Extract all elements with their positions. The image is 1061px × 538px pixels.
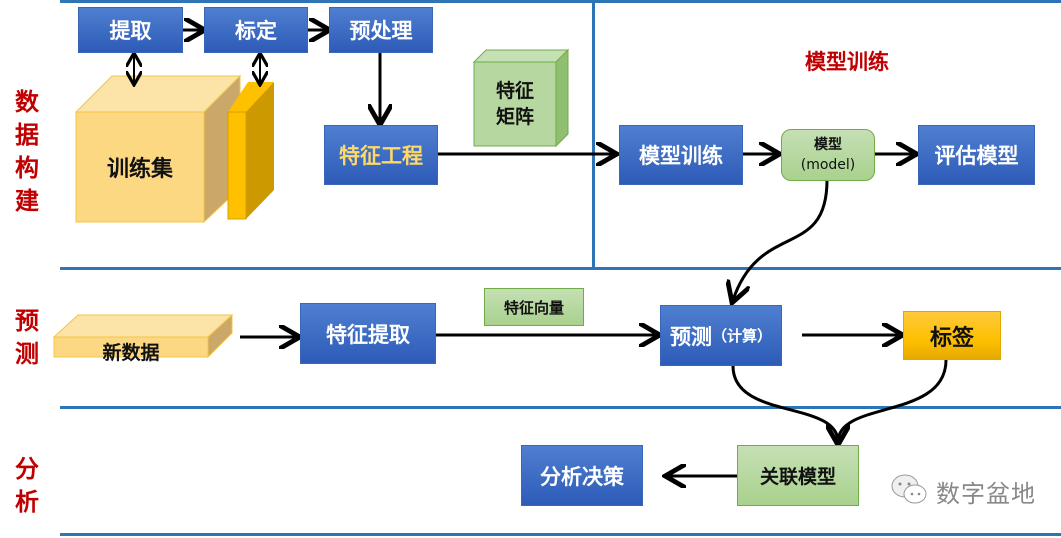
- model-sublabel: (model): [800, 157, 856, 173]
- arrow-model-predict: [733, 179, 829, 300]
- divider-top: [60, 0, 1061, 3]
- decision-box[interactable]: 分析决策: [521, 445, 643, 506]
- label-slab: [227, 82, 274, 220]
- feature-engineering-label: 特征工程: [339, 144, 423, 168]
- training-set-cube: [74, 74, 242, 224]
- feature-matrix-line2: 矩阵: [495, 106, 534, 128]
- arrow-predict-association: [731, 365, 838, 442]
- evaluate-model-box[interactable]: 评估模型: [918, 125, 1035, 185]
- feature-engineering-box[interactable]: 特征工程: [324, 125, 438, 185]
- extract-box[interactable]: 提取: [78, 7, 183, 53]
- arrow-label-association: [836, 359, 948, 443]
- model-train-box[interactable]: 模型训练: [619, 125, 743, 185]
- predict-label: 预测: [669, 324, 712, 349]
- feature-extraction-box[interactable]: 特征提取: [300, 303, 436, 364]
- feature-matrix-cube: [472, 48, 570, 148]
- model-training-title: 模型训练: [805, 50, 889, 74]
- feature-matrix-label: 特征 矩阵: [474, 62, 556, 146]
- section-label-analyze: 分析: [15, 455, 39, 516]
- section-label-predict: 预测: [15, 307, 39, 368]
- label-output-box[interactable]: 标签: [903, 311, 1001, 360]
- divider-bottom: [60, 533, 1061, 536]
- divider-build-predict: [60, 267, 1061, 270]
- model-box[interactable]: 模型 (model): [781, 129, 875, 181]
- training-set-label: 训练集: [106, 157, 173, 182]
- new-data-slab: [52, 313, 234, 359]
- feature-vector-box: 特征向量: [484, 288, 584, 326]
- watermark-text: 数字盆地: [936, 480, 1036, 508]
- association-model-box[interactable]: 关联模型: [737, 445, 859, 506]
- wechat-icon: [890, 472, 930, 508]
- label-box[interactable]: 标定: [204, 7, 308, 53]
- divider-predict-analyze: [60, 406, 1061, 409]
- model-label: 模型: [814, 137, 842, 153]
- feature-matrix-line1: 特征: [495, 80, 534, 102]
- divider-vertical: [592, 0, 595, 267]
- preprocess-box[interactable]: 预处理: [329, 7, 433, 53]
- predict-sublabel: （计算）: [711, 327, 772, 345]
- predict-box[interactable]: 预测 （计算）: [660, 305, 782, 366]
- section-label-data-build: 数据构建: [15, 88, 39, 215]
- new-data-label: 新数据: [102, 341, 160, 364]
